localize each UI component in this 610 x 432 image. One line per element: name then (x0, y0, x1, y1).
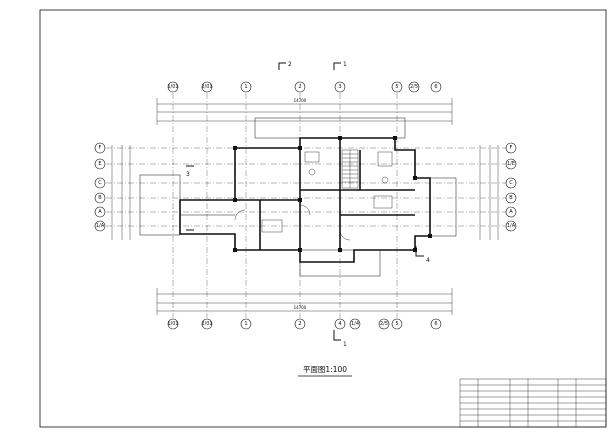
grid-axis-bottom-6-label: 2/5 (380, 321, 388, 327)
section-mark-1-top: 1 (343, 61, 347, 68)
grid-axis-top-7: 6 (430, 81, 442, 93)
grid-axis-left-1: E (94, 158, 106, 170)
bottom-overall-dimension: 14700 (294, 305, 307, 310)
grid-axis-right-3-label: B (509, 195, 513, 201)
grid-axis-bottom-7-label: 5 (395, 321, 398, 327)
grid-axis-right-4-label: A (509, 209, 513, 215)
grid-axis-top-6-label: 2/5 (410, 84, 418, 90)
grid-axis-left-0: F (94, 142, 106, 154)
section-cuts (186, 62, 424, 341)
grid-axis-bottom-0-label: 1/01 (167, 321, 178, 327)
grid-axis-left-4: A (94, 206, 106, 218)
grid-axis-bottom-1-label: 2/01 (201, 321, 212, 327)
grid-axis-left-2: C (94, 177, 106, 189)
grid-axis-left-2-label: C (98, 180, 102, 186)
grid-axis-top-4: 3 (334, 81, 346, 93)
grid-axis-left-5: 1/A (94, 220, 106, 232)
grid-axis-top-3-label: 2 (298, 84, 301, 90)
top-dimension-lines (156, 98, 453, 125)
grid-axis-top-0-label: 1/01 (167, 84, 178, 90)
grid-axis-right-2: C (505, 177, 517, 189)
columns (233, 136, 432, 252)
grid-axis-bottom-3-label: 2 (298, 321, 301, 327)
grid-axis-top-4-label: 3 (338, 84, 341, 90)
grid-axis-top-2: 1 (240, 81, 252, 93)
grid-axis-bottom-5: 1/4 (349, 318, 361, 330)
grid-axis-top-0: 1/01 (167, 81, 179, 93)
section-mark-3: 3 (186, 171, 190, 178)
fixtures (234, 151, 393, 241)
grid-axis-right-1: 1/E (505, 158, 517, 170)
bottom-dimension-lines (156, 288, 453, 315)
sheet-border (39, 9, 607, 428)
grid-axis-bottom-0: 1/01 (167, 318, 179, 330)
grid-axis-left-3: B (94, 192, 106, 204)
grid-axis-top-2-label: 1 (244, 84, 247, 90)
grid-axis-left-3-label: B (98, 195, 102, 201)
section-mark-1-bottom: 1 (343, 341, 347, 348)
grid-axis-top-5-label: 5 (395, 84, 398, 90)
grid-axis-left-5-label: 1/A (96, 223, 105, 229)
grid-axis-right-5: 1/A (505, 220, 517, 232)
grid-axis-lines (106, 93, 506, 318)
section-mark-2: 2 (288, 61, 292, 68)
grid-axis-top-1-label: 2/01 (201, 84, 212, 90)
grid-axis-left-1-label: E (98, 161, 101, 167)
staircase (341, 149, 359, 189)
grid-axis-top-6: 2/5 (408, 81, 420, 93)
title-block (459, 378, 607, 428)
grid-axis-bottom-6: 2/5 (378, 318, 390, 330)
grid-axis-bottom-4-label: 4 (338, 321, 341, 327)
grid-axis-top-3: 2 (294, 81, 306, 93)
grid-axis-right-3: B (505, 192, 517, 204)
grid-axis-bottom-8-label: 6 (434, 321, 437, 327)
grid-axis-right-0-label: F (510, 145, 513, 151)
grid-axis-bottom-3: 2 (294, 318, 306, 330)
side-dimension-lines (111, 145, 499, 240)
grid-axis-left-4-label: A (98, 209, 102, 215)
grid-axis-bottom-1: 2/01 (201, 318, 213, 330)
section-mark-4: 4 (426, 257, 430, 264)
grid-axis-bottom-7: 5 (391, 318, 403, 330)
grid-axis-top-1: 2/01 (201, 81, 213, 93)
drawing-title: 平面图1:100 (303, 365, 347, 374)
top-overall-dimension: 14700 (294, 98, 307, 103)
grid-axis-bottom-5-label: 1/4 (351, 321, 359, 327)
grid-axis-bottom-4: 4 (334, 318, 346, 330)
grid-axis-bottom-2-label: 1 (244, 321, 247, 327)
grid-axis-left-0-label: F (99, 145, 102, 151)
grid-axis-right-1-label: 1/E (507, 161, 515, 167)
terrace-outlines (139, 117, 457, 277)
grid-axis-bottom-2: 1 (240, 318, 252, 330)
grid-axis-right-0: F (505, 142, 517, 154)
grid-axis-right-4: A (505, 206, 517, 218)
grid-axis-bottom-8: 6 (430, 318, 442, 330)
grid-axis-right-2-label: C (509, 180, 513, 186)
grid-axis-right-5-label: 1/A (507, 223, 516, 229)
grid-axis-top-5: 5 (391, 81, 403, 93)
grid-axis-top-7-label: 6 (434, 84, 437, 90)
